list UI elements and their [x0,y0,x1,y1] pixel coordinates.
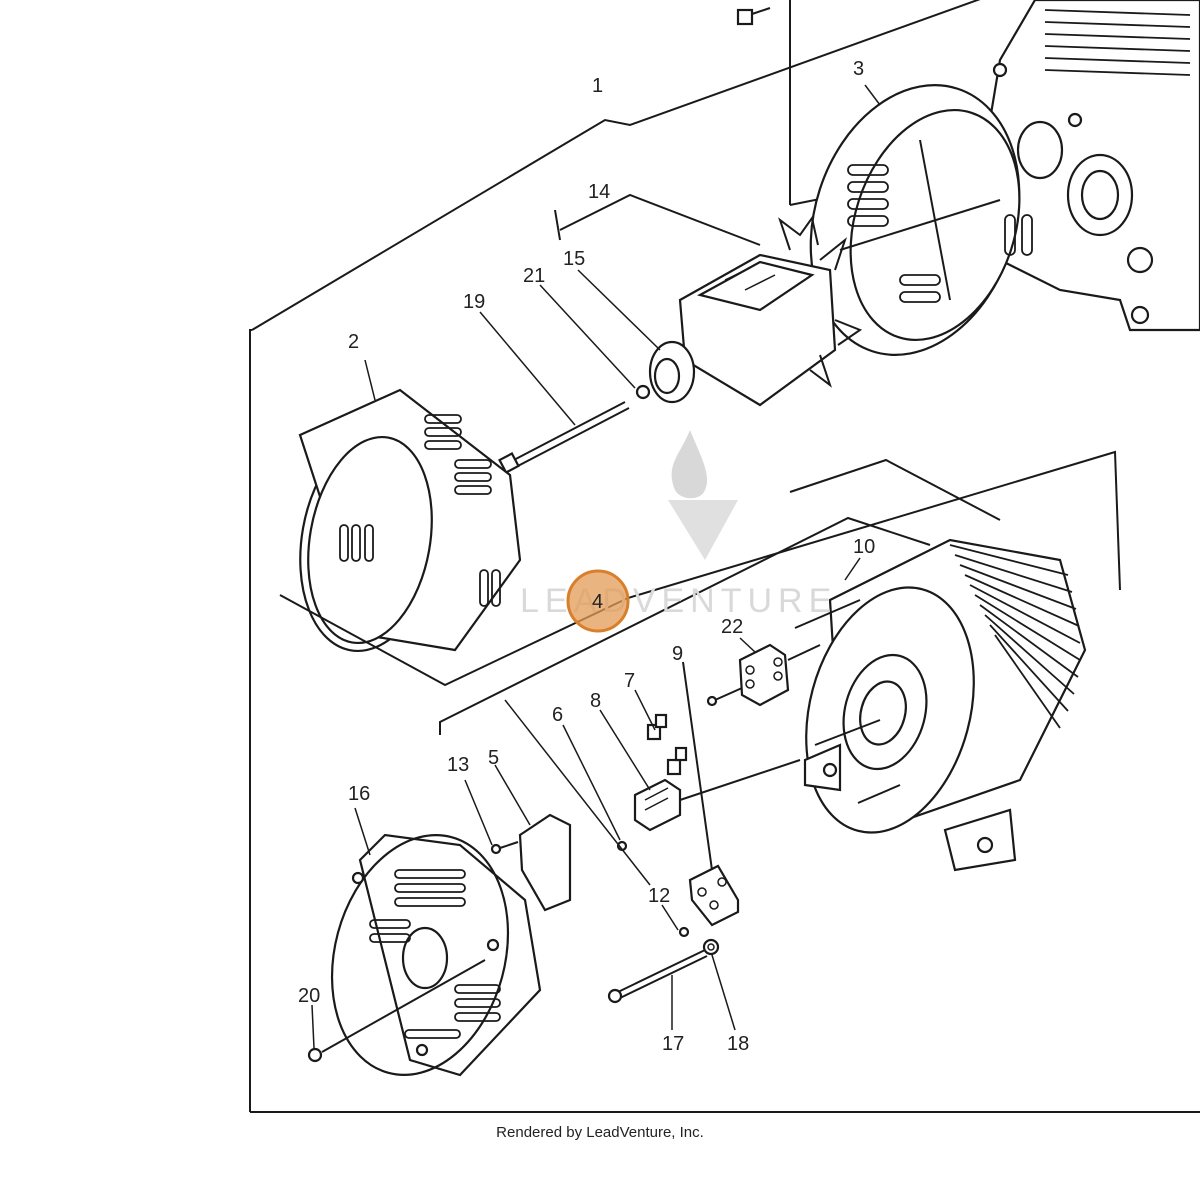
callout-20[interactable]: 20 [298,985,320,1007]
callout-17[interactable]: 17 [662,1033,684,1055]
callout-19[interactable]: 19 [463,291,485,313]
callout-2[interactable]: 2 [348,331,359,353]
callout-15[interactable]: 15 [563,248,585,270]
brush-parts [616,713,801,852]
callout-5[interactable]: 5 [488,747,499,769]
callout-3[interactable]: 3 [853,58,864,80]
rectifier-22 [706,643,821,707]
engine-block [988,0,1200,332]
callout-6[interactable]: 6 [552,704,563,726]
callout-16[interactable]: 16 [348,783,370,805]
callout-14[interactable]: 14 [588,181,610,203]
rotor-assembly [635,215,863,407]
callout-12[interactable]: 12 [648,885,670,907]
callout-7[interactable]: 7 [624,670,635,692]
callout-9[interactable]: 9 [672,643,683,665]
module-5 [490,813,572,912]
footer-credit: Rendered by LeadVenture, Inc. [496,1124,704,1141]
through-bolt-17 [607,938,720,1004]
callout-13[interactable]: 13 [447,754,469,776]
callout-labels: 1 2 3 4 5 6 7 8 9 10 12 13 14 15 16 17 1… [298,58,875,1055]
diagram-frame [249,0,1200,1113]
callout-22[interactable]: 22 [721,616,743,638]
callout-leaders [311,84,881,1049]
stator-housing [794,538,1087,872]
callout-4[interactable]: 4 [592,591,603,613]
cover-band [298,388,522,653]
through-bolt-19 [498,401,630,474]
callout-18[interactable]: 18 [727,1033,749,1055]
callout-8[interactable]: 8 [590,690,601,712]
callout-21[interactable]: 21 [523,265,545,287]
callout-1[interactable]: 1 [592,75,603,97]
callout-10[interactable]: 10 [853,536,875,558]
highlight-marker[interactable] [566,569,630,633]
leadventure-watermark: LEADVENTURE [520,430,831,620]
terminal-block-9 [678,661,740,938]
adapter-housing [809,84,1033,356]
end-cover-16 [307,833,542,1077]
